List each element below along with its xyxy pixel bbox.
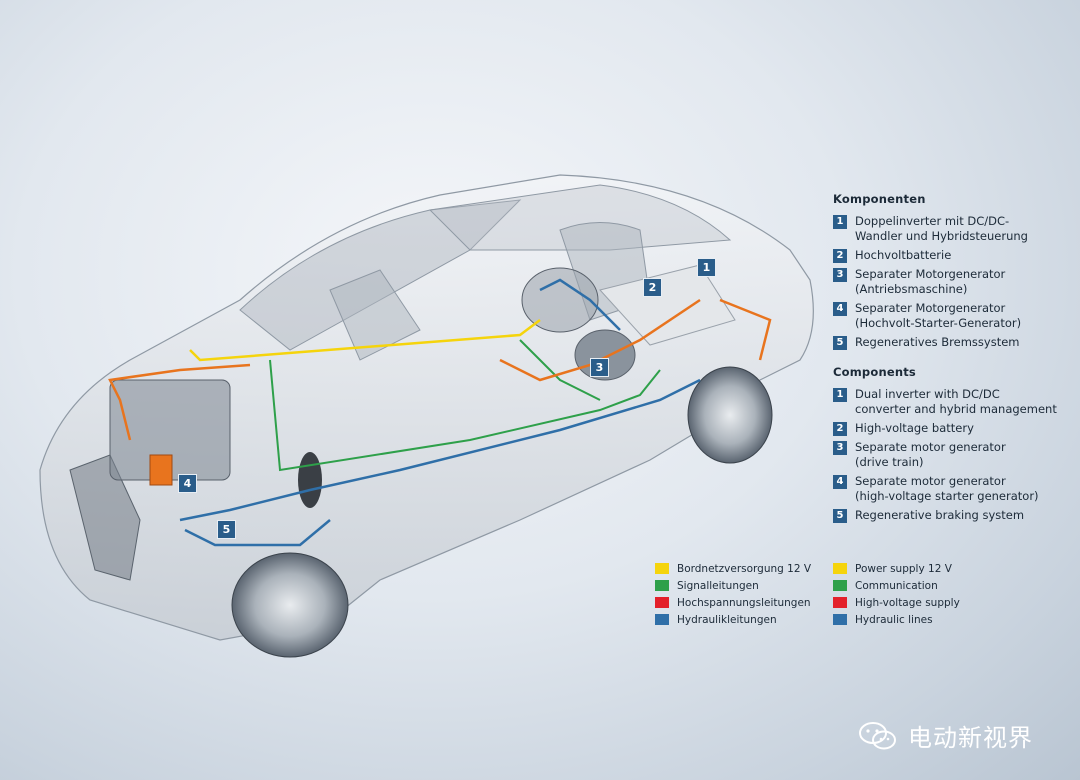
component-legend: Komponenten 1 Doppelinverter mit DC/DC- W… [833, 192, 1073, 527]
legend-number: 1 [833, 388, 847, 402]
color-swatch [655, 597, 669, 608]
legend-number: 5 [833, 509, 847, 523]
line-label: Hydraulic lines [855, 613, 933, 626]
legend-item-en-4: 4 Separate motor generator (high-voltage … [833, 474, 1073, 504]
marker-3: 3 [590, 358, 609, 377]
line-legend-row: High-voltage supply [833, 594, 960, 611]
legend-number: 4 [833, 302, 847, 316]
front-wheel [231, 552, 349, 658]
watermark-text: 电动新视界 [908, 724, 1033, 752]
legend-item-de-4: 4 Separater Motorgenerator (Hochvolt-Star… [833, 301, 1073, 331]
marker-5: 5 [217, 520, 236, 539]
legend-text: High-voltage battery [855, 421, 974, 435]
legend-number: 3 [833, 268, 847, 282]
legend-item-de-1: 1 Doppelinverter mit DC/DC- Wandler und H… [833, 214, 1073, 244]
legend-number: 2 [833, 422, 847, 436]
legend-text: Regeneratives Bremssystem [855, 335, 1020, 349]
wechat-icon [859, 721, 896, 749]
legend-text: Separate motor generator (drive train) [855, 440, 1006, 469]
line-label: Bordnetzversorgung 12 V [677, 562, 812, 575]
rear-wheel-far [521, 267, 599, 333]
brake-booster [298, 452, 322, 508]
legend-item-en-5: 5 Regenerative braking system [833, 508, 1073, 523]
line-12v [189, 319, 541, 362]
legend-item-de-2: 2 Hochvoltbatterie [833, 248, 1073, 263]
line-label: Power supply 12 V [855, 562, 952, 575]
line-label: Signalleitungen [677, 579, 759, 592]
line-legend-row: Hochspannungsleitungen [655, 594, 811, 611]
line-hydraulic [179, 278, 701, 547]
legend-text: Dual inverter with DC/DC converter and h… [855, 387, 1057, 416]
legend-text: Regenerative braking system [855, 508, 1025, 522]
legend-text: Separater Motorgenerator (Antriebsmaschi… [855, 267, 1006, 296]
side-windows [428, 184, 732, 251]
front-grille [69, 454, 141, 581]
color-swatch [833, 563, 847, 574]
line-legend-row: Communication [833, 577, 960, 594]
legend-item-de-3: 3 Separater Motorgenerator (Antriebsmasch… [833, 267, 1073, 297]
legend-number: 4 [833, 475, 847, 489]
hv-battery [599, 264, 736, 346]
color-swatch [833, 614, 847, 625]
color-swatch [655, 580, 669, 591]
color-swatch [655, 563, 669, 574]
line-legend-en: Power supply 12 V Communication High-vol… [833, 560, 960, 628]
line-legend-de: Bordnetzversorgung 12 V Signalleitungen … [655, 560, 811, 628]
line-legend-row: Bordnetzversorgung 12 V [655, 560, 811, 577]
legend-number: 3 [833, 441, 847, 455]
starter-generator-connector [149, 454, 173, 486]
line-legend-row: Power supply 12 V [833, 560, 960, 577]
line-label: High-voltage supply [855, 596, 960, 609]
marker-1: 1 [697, 258, 716, 277]
color-swatch [833, 597, 847, 608]
rear-wheel [687, 366, 773, 464]
legend-number: 5 [833, 336, 847, 350]
line-label: Hydraulikleitungen [677, 613, 777, 626]
front-seats [329, 269, 421, 361]
color-swatch [655, 614, 669, 625]
marker-2: 2 [643, 278, 662, 297]
line-legend-row: Hydraulikleitungen [655, 611, 811, 628]
line-label: Hochspannungsleitungen [677, 596, 811, 609]
legend-item-en-1: 1 Dual inverter with DC/DC converter and … [833, 387, 1073, 417]
marker-4: 4 [178, 474, 197, 493]
legend-text: Separater Motorgenerator (Hochvolt-Start… [855, 301, 1022, 330]
legend-item-en-2: 2 High-voltage battery [833, 421, 1073, 436]
legend-heading-en: Components [833, 365, 916, 379]
legend-item-en-3: 3 Separate motor generator (drive train) [833, 440, 1073, 470]
legend-text: Separate motor generator (high-voltage s… [855, 474, 1039, 503]
legend-text: Doppelinverter mit DC/DC- Wandler und Hy… [855, 214, 1028, 243]
legend-item-de-5: 5 Regeneratives Bremssystem [833, 335, 1073, 350]
legend-heading-de: Komponenten [833, 192, 926, 206]
watermark: 电动新视界 [858, 718, 1033, 753]
color-swatch [833, 580, 847, 591]
legend-text: Hochvoltbatterie [855, 248, 952, 262]
line-label: Communication [855, 579, 938, 592]
line-signal [269, 339, 661, 472]
line-legend-row: Signalleitungen [655, 577, 811, 594]
legend-number: 1 [833, 215, 847, 229]
legend-number: 2 [833, 249, 847, 263]
line-legend-row: Hydraulic lines [833, 611, 960, 628]
